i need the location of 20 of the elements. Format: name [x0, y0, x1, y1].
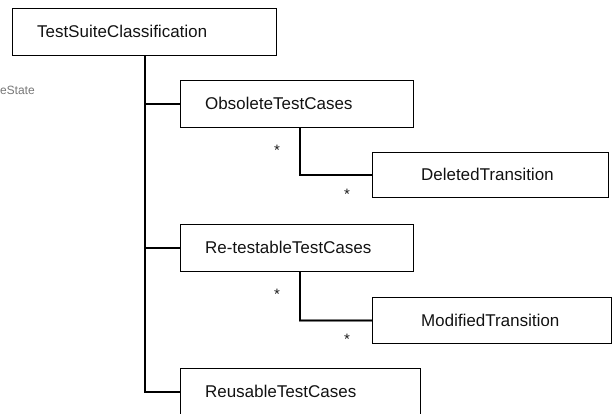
class-name: ModifiedTransition	[421, 310, 560, 330]
connector-line	[299, 272, 372, 322]
class-name: DeletedTransition	[421, 165, 554, 185]
class-box	[180, 368, 421, 414]
class-box	[180, 80, 414, 128]
class-box	[372, 297, 612, 344]
connector-line	[299, 128, 372, 176]
class-name: ReusableTestCases	[205, 382, 356, 402]
cut-off-label: eState	[0, 84, 35, 96]
multiplicity-label: *	[274, 143, 280, 158]
class-box	[180, 224, 414, 272]
multiplicity-label: *	[344, 187, 350, 202]
class-name: TestSuiteClassification	[37, 22, 208, 42]
class-box	[372, 152, 609, 198]
multiplicity-label: *	[274, 287, 280, 302]
connector-line	[144, 56, 180, 393]
class-box	[12, 8, 277, 56]
multiplicity-label: *	[344, 332, 350, 347]
class-name: ObsoleteTestCases	[205, 94, 352, 114]
class-name: Re-testableTestCases	[205, 238, 372, 258]
